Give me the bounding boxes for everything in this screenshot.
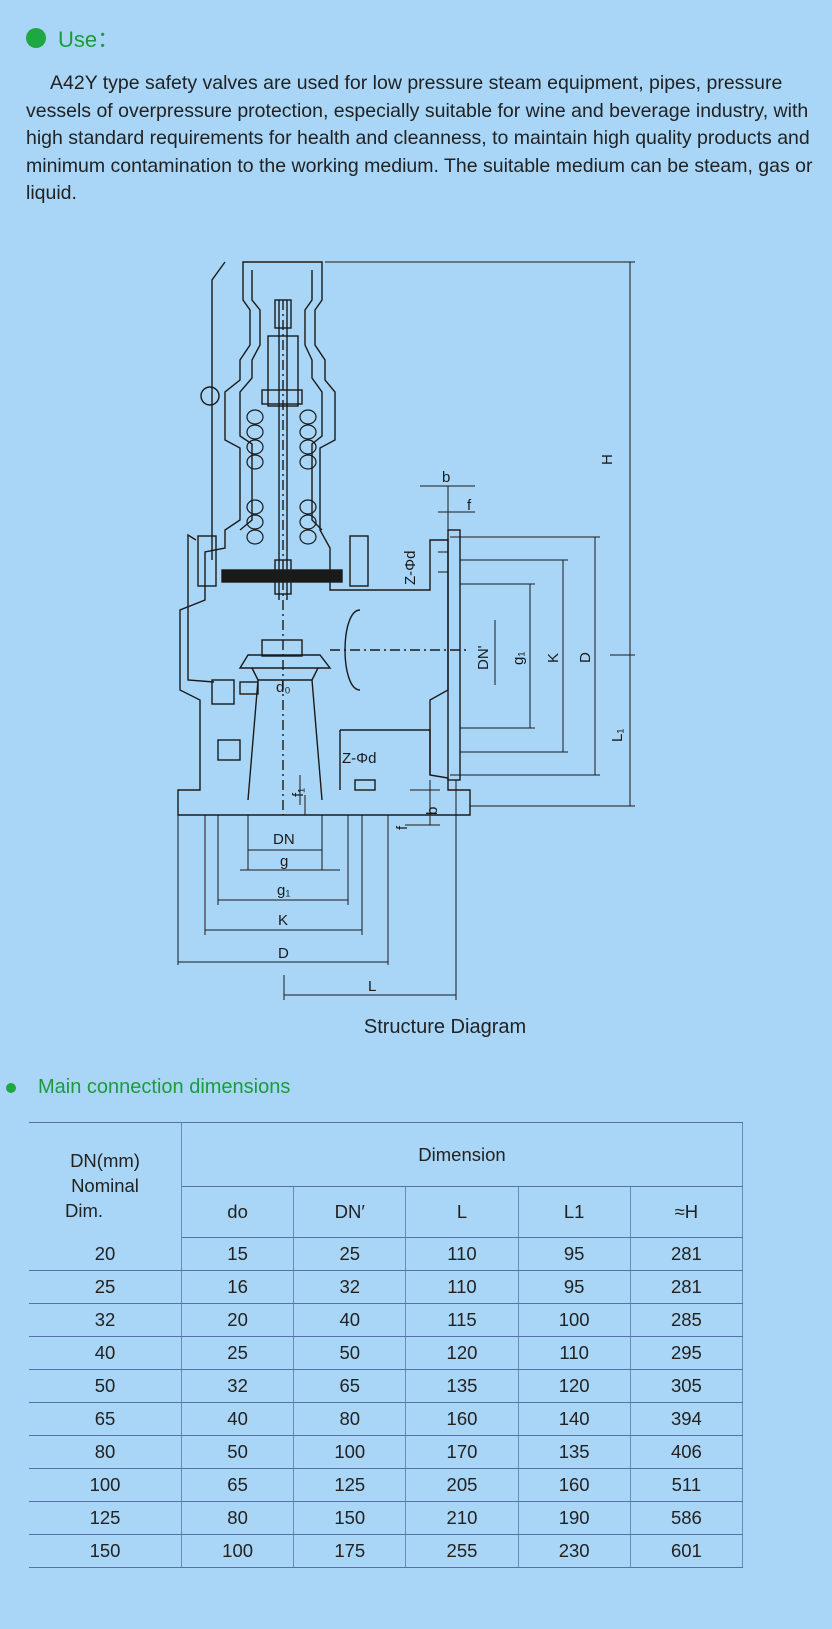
- label-g1-side: g₁: [510, 652, 527, 665]
- label-l1: L₁: [609, 729, 626, 742]
- header-dimension: Dimension: [181, 1122, 743, 1187]
- label-dn: DN: [273, 831, 295, 848]
- label-l: L: [368, 978, 376, 995]
- label-f-bottom: f: [394, 825, 411, 830]
- use-paragraph: A42Y type safety valves are used for low…: [26, 72, 813, 204]
- col-do: do: [181, 1186, 295, 1238]
- label-dn-prime: DN': [475, 645, 492, 670]
- diagram-caption: Structure Diagram: [363, 1016, 527, 1038]
- label-k: K: [278, 912, 288, 929]
- subheader-row: do DN′ L L1 ≈H: [29, 1186, 743, 1238]
- label-d: D: [278, 945, 289, 962]
- col-dn-prime: DN′: [293, 1186, 407, 1238]
- label-g1: g₁: [277, 882, 290, 899]
- bullet-icon: [26, 28, 46, 48]
- dimensions-title: Main connection dimensions: [38, 1076, 291, 1098]
- dimensions-table: DN(mm) Nominal Dim. Dimension do DN′ L L…: [29, 1122, 743, 1568]
- label-b-top: b: [442, 469, 450, 486]
- label-zphid-bottom: Z-Φd: [342, 750, 376, 767]
- col-l: L: [405, 1186, 519, 1238]
- label-g: g: [280, 853, 288, 870]
- use-title: Use：: [58, 27, 120, 52]
- label-b-bottom: b: [424, 807, 441, 815]
- col-h: ≈H: [630, 1186, 743, 1238]
- label-d-side: D: [577, 652, 594, 663]
- header-nominal: DN(mm) Nominal Dim.: [29, 1122, 182, 1238]
- label-zphid-top: Z-Φd: [402, 551, 419, 585]
- use-heading: Use：: [26, 22, 119, 54]
- structure-diagram: H L₁ b f Z-Φd DN' g₁ K D d₀ Z-Φd f₁ b f …: [177, 261, 635, 1000]
- dimensions-heading: Main connection dimensions: [6, 1076, 290, 1099]
- label-f-top: f: [467, 497, 472, 514]
- label-f1: f₁: [290, 788, 307, 797]
- label-k-side: K: [545, 653, 562, 663]
- col-l1: L1: [518, 1186, 631, 1238]
- bullet-icon: [6, 1082, 16, 1093]
- label-h: H: [599, 454, 616, 465]
- label-do: d₀: [276, 679, 291, 696]
